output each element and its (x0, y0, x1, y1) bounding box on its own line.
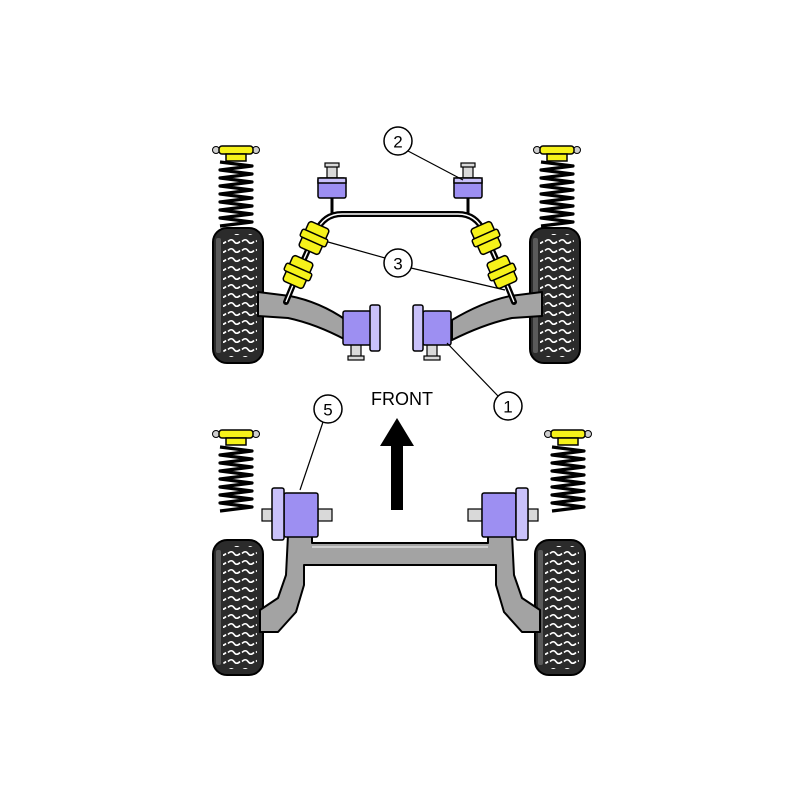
rear-suspension: 5 (211, 394, 593, 676)
callout-1-label: 1 (503, 398, 512, 417)
rear-left-spring (218, 445, 254, 513)
callout-3-leader-left (327, 241, 386, 259)
callout-3-label: 3 (393, 255, 402, 274)
left-lower-drop-link-bush (278, 252, 318, 292)
callout-2-label: 2 (393, 133, 402, 152)
arrow-shaft (391, 442, 403, 510)
rear-beam-axle (259, 534, 541, 633)
right-anti-roll-bar-mount-bush (453, 162, 483, 199)
callout-5-circle (313, 394, 343, 424)
callout-1-circle (493, 391, 523, 421)
front-left-tire (212, 227, 264, 364)
rear-right-spring-seat (543, 429, 593, 446)
right-upper-drop-link-bush (466, 218, 506, 258)
rear-right-trailing-arm-bush (467, 487, 539, 541)
rear-left-spring-seat (211, 429, 261, 446)
front-left-spring-seat (211, 145, 261, 162)
callout-3-leader-right (410, 267, 506, 291)
front-left-spring (218, 160, 254, 228)
direction-indicator: FRONT (371, 389, 433, 510)
front-suspension: 2 3 1 (211, 126, 582, 421)
front-right-wishbone-bush (412, 304, 452, 361)
rear-right-spring (550, 445, 586, 513)
front-right-spring-seat (532, 145, 582, 162)
rear-left-trailing-arm-bush (261, 487, 333, 541)
callout-5-label: 5 (323, 401, 332, 420)
callout-2-leader (407, 150, 464, 181)
front-left-wishbone-bush (342, 304, 381, 361)
rear-right-tire (534, 539, 586, 676)
front-label: FRONT (371, 389, 433, 409)
callout-5-leader (299, 421, 324, 491)
front-right-spring (539, 160, 575, 228)
callout-1-leader (446, 342, 499, 397)
callout-3-circle (383, 248, 413, 278)
arrow-up-icon (380, 418, 414, 446)
callout-2-circle (383, 126, 413, 156)
rear-left-tire (212, 539, 264, 676)
left-anti-roll-bar-mount-bush (317, 162, 347, 199)
right-lower-drop-link-bush (482, 252, 522, 292)
front-right-lower-arm (451, 291, 543, 341)
left-upper-drop-link-bush (294, 218, 334, 258)
front-left-lower-arm (257, 291, 347, 341)
